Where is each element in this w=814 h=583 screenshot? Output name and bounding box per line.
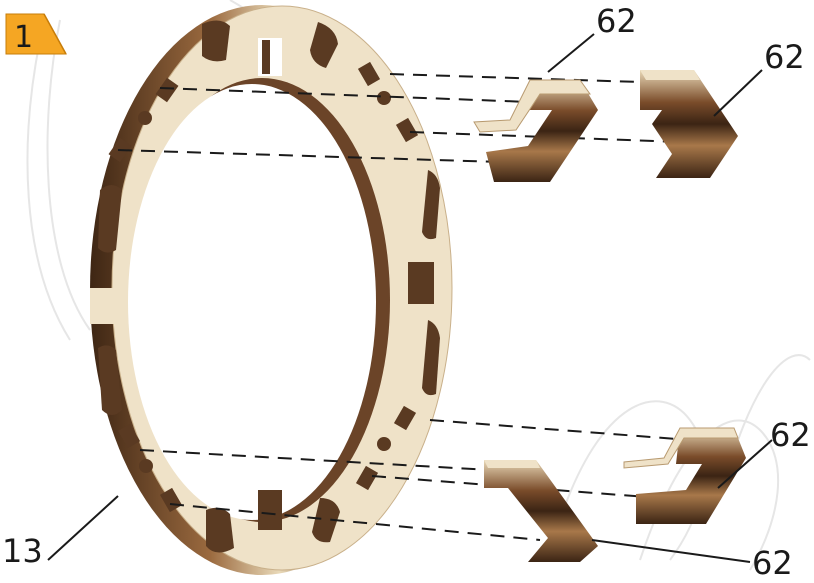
clip-top-back: [640, 70, 738, 178]
callout-label-clip-top-back: 62: [764, 38, 805, 76]
clip-bottom-back: [624, 428, 746, 524]
callout-label-clip-top-front: 62: [596, 2, 637, 40]
ring-part: [90, 5, 452, 575]
callout-label-clip-bottom-back: 62: [770, 416, 811, 454]
clip-bottom-front: [484, 460, 598, 562]
clip-top-front: [474, 80, 598, 182]
step-number: 1: [14, 20, 33, 55]
callout-label-clip-bottom-front: 62: [752, 544, 793, 582]
callout-label-ring: 13: [2, 532, 43, 570]
